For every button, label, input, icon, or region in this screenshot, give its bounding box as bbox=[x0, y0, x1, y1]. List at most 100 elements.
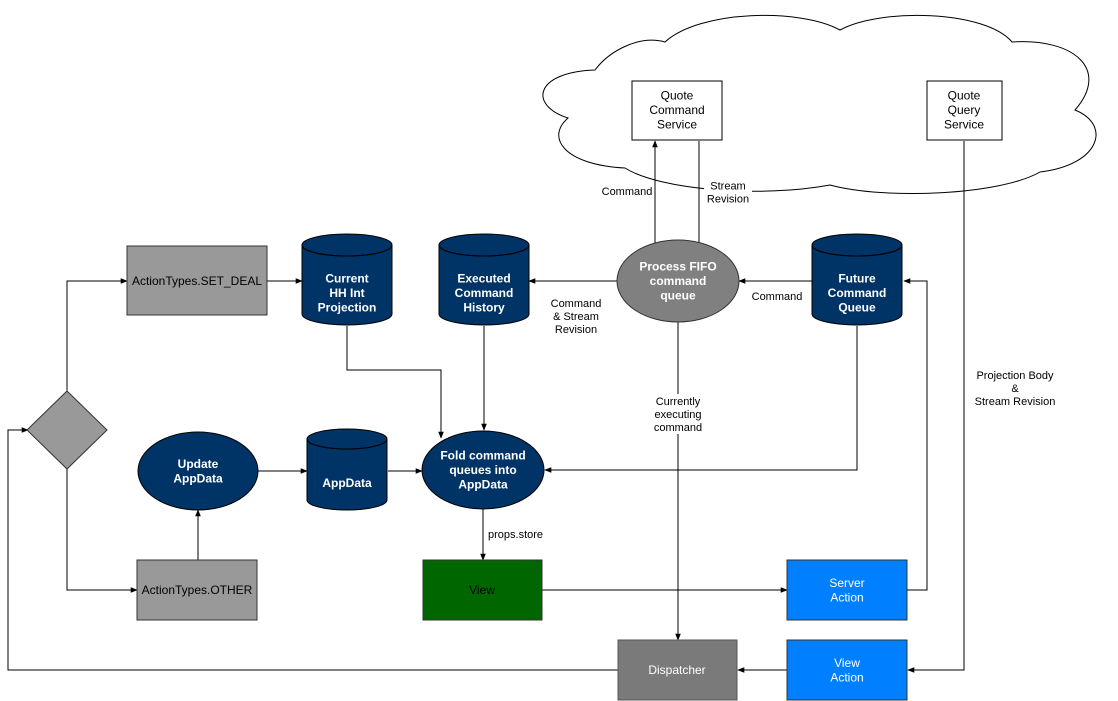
fold-queues-line: Fold command bbox=[440, 449, 525, 463]
edge-queue-to-fold bbox=[544, 326, 858, 473]
dispatcher-line: Dispatcher bbox=[648, 663, 705, 677]
command-stream-revision-line: Command bbox=[551, 298, 602, 310]
command-up-line: Command bbox=[602, 186, 653, 198]
current-projection-line: Current bbox=[325, 272, 368, 286]
stream-revision-line: Revision bbox=[707, 194, 749, 206]
set-deal-action-node: ActionTypes.SET_DEAL bbox=[126, 245, 268, 316]
svg-text:Command: Command bbox=[602, 186, 653, 198]
edge-label-command-up: Command bbox=[600, 184, 654, 198]
decision-diamond bbox=[26, 390, 108, 470]
set-deal-action-line: ActionTypes.SET_DEAL bbox=[132, 274, 262, 288]
other-action-line: ActionTypes.OTHER bbox=[142, 583, 253, 597]
command-from-queue-line: Command bbox=[752, 291, 803, 303]
svg-text:props.store: props.store bbox=[488, 529, 543, 541]
svg-text:Projection Body&Stream Revisio: Projection Body&Stream Revision bbox=[975, 370, 1056, 408]
svg-text:Dispatcher: Dispatcher bbox=[648, 663, 705, 677]
update-appdata-line: AppData bbox=[173, 471, 223, 485]
currently-executing-line: command bbox=[654, 422, 702, 434]
quote-command-service-line: Service bbox=[657, 118, 697, 132]
edge-label-projection-body: Projection Body&Stream Revision bbox=[972, 368, 1058, 408]
projection-body-line: Projection Body bbox=[976, 370, 1054, 382]
projection-body-line: Stream Revision bbox=[975, 396, 1056, 408]
projection-body-line: & bbox=[1011, 383, 1019, 395]
executed-history-line: History bbox=[463, 301, 505, 315]
edge-decision-to-other bbox=[66, 469, 138, 593]
future-queue-line: Future bbox=[838, 272, 876, 286]
stream-revision-line: Stream bbox=[710, 181, 745, 193]
svg-text:Command: Command bbox=[752, 291, 803, 303]
process-fifo-line: queue bbox=[660, 289, 696, 303]
quote-query-service-line: Service bbox=[944, 118, 984, 132]
executed-history-line: Executed bbox=[457, 272, 510, 286]
edge-dispatcher-to-decision bbox=[7, 427, 618, 671]
update-appdata-line: Update bbox=[178, 457, 219, 471]
svg-text:AppData: AppData bbox=[322, 476, 372, 490]
svg-text:ActionTypes.OTHER: ActionTypes.OTHER bbox=[142, 583, 253, 597]
server-action-line: Action bbox=[830, 590, 863, 604]
view-line: View bbox=[469, 583, 495, 597]
executed-history-line: Command bbox=[455, 286, 514, 300]
server-action-line: Server bbox=[829, 576, 864, 590]
cloud-shape bbox=[542, 14, 1097, 195]
dispatcher-node: Dispatcher bbox=[617, 639, 738, 701]
current-projection-line: HH Int bbox=[329, 286, 364, 300]
edge-server-action-to-queue bbox=[903, 278, 928, 591]
appdata-store-line: AppData bbox=[322, 476, 372, 490]
quote-command-service-line: Command bbox=[649, 103, 704, 117]
quote-query-service-line: Query bbox=[948, 103, 981, 117]
future-queue-line: Command bbox=[828, 286, 887, 300]
edge-query-service-to-view-action bbox=[907, 141, 965, 673]
appdata-cylinder: AppData bbox=[306, 428, 388, 511]
quote-command-service-line: Quote bbox=[661, 89, 694, 103]
edge-projection-to-fold bbox=[346, 326, 444, 439]
process-fifo-line: Process FIFO bbox=[639, 260, 716, 274]
view-action-line: Action bbox=[830, 670, 863, 684]
fold-queues-line: queues into bbox=[449, 463, 516, 477]
view-node: View bbox=[422, 559, 543, 621]
edge-label-command-from-queue: Command bbox=[749, 289, 805, 303]
props-store-line: props.store bbox=[488, 529, 543, 541]
command-stream-revision-line: Revision bbox=[555, 324, 597, 336]
other-action-node: ActionTypes.OTHER bbox=[136, 559, 258, 621]
process-fifo-line: command bbox=[650, 274, 707, 288]
view-action-line: View bbox=[834, 656, 860, 670]
future-queue-line: Queue bbox=[838, 301, 876, 315]
quote-query-service-line: Quote bbox=[948, 89, 981, 103]
svg-text:ActionTypes.SET_DEAL: ActionTypes.SET_DEAL bbox=[132, 274, 262, 288]
svg-text:View: View bbox=[469, 583, 495, 597]
command-stream-revision-line: & Stream bbox=[553, 311, 599, 323]
edge-label-props-store: props.store bbox=[488, 529, 543, 541]
currently-executing-line: executing bbox=[654, 409, 701, 421]
currently-executing-line: Currently bbox=[656, 396, 701, 408]
current-projection-line: Projection bbox=[318, 301, 377, 315]
fold-queues-line: AppData bbox=[458, 478, 508, 492]
edge-decision-to-setdeal bbox=[66, 278, 128, 391]
